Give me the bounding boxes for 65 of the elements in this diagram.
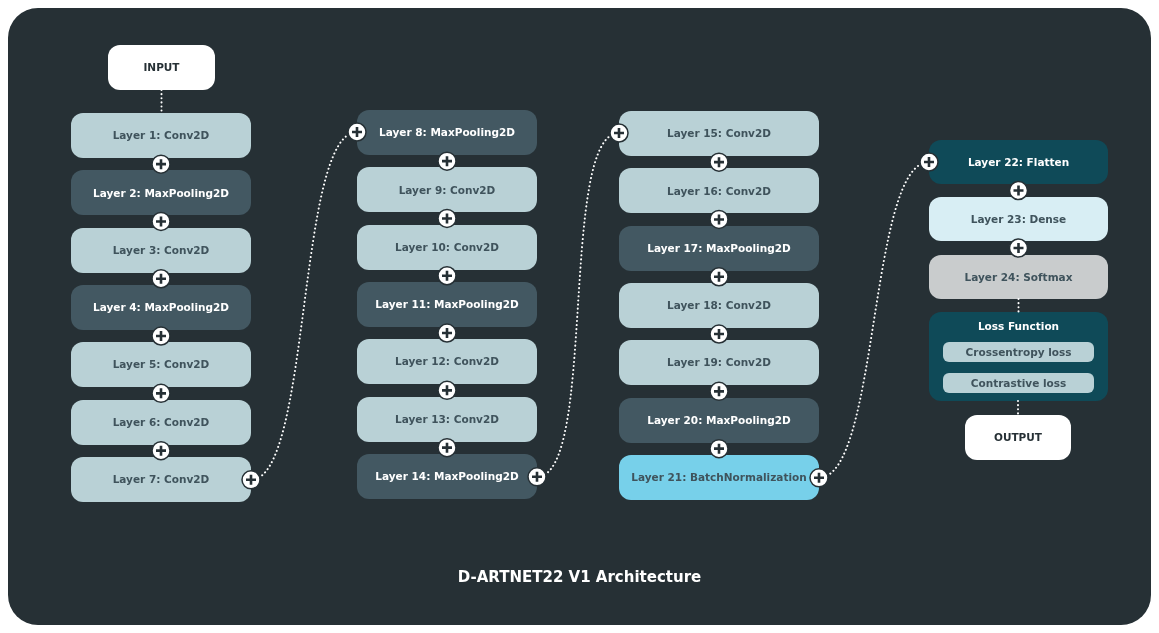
node-label: Layer 17: MaxPooling2D	[647, 241, 791, 255]
layer-box	[357, 224, 537, 270]
connector-line	[240, 121, 368, 491]
node-label: Layer 7: Conv2D	[112, 473, 210, 486]
layer-box	[929, 197, 1108, 241]
output-box	[965, 415, 1071, 460]
layer-box	[71, 170, 251, 216]
layer-box	[71, 284, 251, 330]
node-label: Layer 9: Conv2D	[398, 183, 496, 197]
node-label: Layer 2: MaxPooling2D	[92, 186, 230, 200]
node-label: Layer 12: Conv2D	[395, 355, 499, 368]
layer-box	[357, 110, 537, 155]
layer-box	[619, 397, 819, 443]
node-label: Layer 21: BatchNormalization	[631, 471, 807, 484]
connector-line	[526, 122, 630, 488]
layer-box	[71, 113, 251, 158]
node-label: Layer 3: Conv2D	[112, 243, 210, 257]
layer-box	[71, 399, 251, 445]
node-label: Layer 23: Dense	[970, 212, 1067, 226]
node-label: Layer 22: Flatten	[967, 155, 1070, 169]
node-label: Layer 14: MaxPooling2D	[375, 470, 519, 483]
layer-box	[71, 342, 251, 388]
layer-box	[357, 339, 537, 385]
connector-line	[808, 151, 940, 489]
connector-line	[1017, 298, 1020, 313]
layer-box	[357, 281, 537, 327]
layer-box	[929, 140, 1108, 184]
connector-line	[1017, 400, 1019, 416]
layer-box	[357, 453, 537, 499]
layer-box	[619, 111, 819, 156]
layer-box	[71, 227, 251, 273]
node-label: Layer 16: Conv2D	[667, 184, 771, 198]
node-label: Layer 4: MaxPooling2D	[92, 301, 230, 314]
node-label: Layer 1: Conv2D	[112, 129, 210, 142]
node-label: Layer 6: Conv2D	[112, 415, 210, 429]
node-label: OUTPUT	[994, 431, 1042, 444]
layer-box	[357, 396, 537, 442]
layer-box	[929, 255, 1108, 299]
node-label: Layer 18: Conv2D	[667, 299, 771, 312]
connector-line	[160, 89, 163, 114]
loss-item-box	[943, 373, 1094, 393]
layer-box	[619, 168, 819, 214]
loss-item-box	[943, 342, 1094, 362]
node-label: Layer 20: MaxPooling2D	[647, 413, 791, 427]
node-label: Layer 10: Conv2D	[395, 240, 499, 254]
layer-box	[619, 225, 819, 271]
node-label: Layer 5: Conv2D	[112, 358, 210, 371]
layer-box	[619, 282, 819, 328]
node-label: INPUT	[143, 61, 180, 74]
node-label: Layer 11: MaxPooling2D	[375, 298, 519, 311]
input-box	[108, 45, 215, 90]
loss-function-panel	[929, 312, 1108, 401]
node-label: Layer 19: Conv2D	[667, 356, 771, 369]
node-label: Layer 24: Softmax	[964, 270, 1073, 284]
node-label: Layer 8: MaxPooling2D	[378, 126, 516, 139]
node-label: Layer 13: Conv2D	[395, 412, 499, 426]
layer-box	[71, 456, 251, 502]
layer-box	[619, 340, 819, 386]
diagram-title: D-ARTNET22 V1 Architecture	[457, 568, 702, 586]
layer-box	[619, 454, 819, 500]
node-label: Contrastive loss	[970, 376, 1067, 390]
layer-box	[357, 167, 537, 213]
node-label: Crossentropy loss	[965, 345, 1072, 359]
panel-heading: Loss Function	[977, 320, 1060, 333]
node-label: Layer 15: Conv2D	[667, 127, 771, 140]
